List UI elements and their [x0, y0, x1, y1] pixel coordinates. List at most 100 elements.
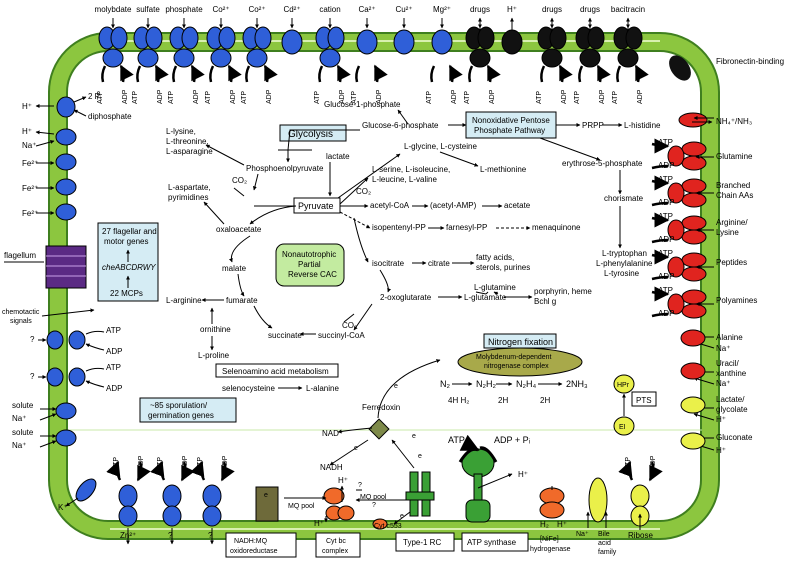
atp-label: ATP — [106, 363, 121, 372]
bottom-transporters — [118, 329, 706, 530]
metabolite-label: CO₂ — [342, 321, 357, 330]
peptides-label: Peptides — [716, 258, 747, 267]
question-label: ? — [358, 482, 362, 489]
metabolite-label: farnesyl-PP — [446, 223, 487, 232]
top-transporter-label: drugs — [580, 5, 600, 14]
atp-label: ATP — [132, 91, 139, 104]
electron-label: e — [418, 453, 422, 460]
right-abc-transporter — [651, 175, 707, 208]
electron-label: e — [394, 383, 398, 390]
metabolite-label: pyrimidines — [168, 193, 208, 202]
top-transporter-label: Co²⁺ — [248, 5, 265, 14]
uracil-label: Uracil/ — [716, 359, 739, 368]
cyt-bc-label: complex — [322, 548, 349, 555]
top-transporter-label: phosphate — [165, 5, 203, 14]
h-transporter — [56, 96, 76, 118]
flagellum-motor — [45, 245, 87, 289]
na-h-antiporter — [55, 128, 77, 146]
top-transporter: Cu²⁺ — [393, 5, 415, 55]
metabolite-label: menaquinone — [532, 223, 581, 232]
pentose-box — [465, 111, 557, 139]
nad-label: NAD⁺ — [322, 429, 343, 438]
two-pi-label: 2 Pᵢ — [88, 92, 101, 101]
metabolite-label: L-asparagine — [166, 147, 213, 156]
diphosphate-label: diphosphate — [88, 112, 132, 121]
atp-label: ATP — [97, 91, 104, 104]
mcps-label: 22 MCPs — [110, 289, 143, 298]
seleno-box — [215, 363, 339, 378]
metabolite-label: CO₂ — [232, 176, 247, 185]
nitrogenase-complex — [457, 347, 583, 377]
metabolite-label: succinyl-CoA — [318, 331, 365, 340]
top-transporter-label: Ca²⁺ — [358, 5, 375, 14]
electron-label: e — [354, 445, 358, 452]
metabolite-label: Phosphoenolpyruvate — [246, 164, 324, 173]
fe-transporter — [55, 153, 77, 171]
glycolysis-label: Glycolysis — [288, 129, 333, 140]
h-plus-label: H⁺ — [557, 520, 567, 529]
atp-label: ATP — [464, 91, 471, 104]
solute-label: solute — [12, 401, 34, 410]
electron-label: e — [264, 492, 268, 499]
metabolite-label: acetate — [504, 201, 531, 210]
bile-acid-transporter — [588, 477, 608, 523]
metabolite-label: L-leucine, L-valine — [372, 175, 437, 184]
polyamines-label: Polyamines — [716, 296, 757, 305]
cac-label: Partial — [298, 260, 321, 269]
nitrogen-fixation-label: Nitrogen fixation — [488, 337, 553, 347]
top-transporter-label: Cd²⁺ — [283, 5, 300, 14]
che-label: cheABCDRWY — [102, 263, 156, 272]
adp-label: ADP — [658, 198, 674, 207]
nitrogenase-label: Molybdenum-dependent — [476, 354, 552, 361]
metabolite-label: L-lysine, — [166, 127, 196, 136]
nadh-mq-oxidoreductase — [255, 486, 279, 522]
pyruvate-label: Pyruvate — [298, 201, 334, 211]
metabolite-label: malate — [222, 264, 247, 273]
adp-label: ADP — [106, 347, 122, 356]
electron-label: e — [400, 513, 404, 520]
nh4-label: NH₄⁺/NH₃ — [716, 117, 752, 126]
gluconate-label: Gluconate — [716, 433, 753, 442]
atp-label: ATP — [536, 91, 543, 104]
adp-label: ADP — [637, 89, 644, 104]
cyt-c-label: Cyt c553 — [374, 523, 402, 530]
nitrogenase-label: nitrogenase complex — [484, 363, 549, 370]
atp-label: ATP — [314, 91, 321, 104]
left-abc-transporter — [46, 330, 86, 350]
top-transporter-label: Co²⁺ — [212, 5, 229, 14]
atp-label: ATP — [351, 91, 358, 104]
metabolite-label: L-threonine, — [166, 137, 209, 146]
metabolite-label: ornithine — [200, 325, 231, 334]
metabolite-label: isopentenyl-PP — [372, 223, 426, 232]
alanine-label: Alanine — [716, 333, 743, 342]
chemotactic-label: chemotactic — [2, 309, 40, 316]
metabolite-label: L-methionine — [480, 165, 527, 174]
top-transporter-label: Mg²⁺ — [433, 5, 451, 14]
lactate-label: Lactate/ — [716, 395, 745, 404]
h-plus-label: H⁺ — [716, 446, 726, 455]
arginine-label: Arginine/ — [716, 218, 748, 227]
hydrogenase-label: hydrogenase — [530, 546, 571, 553]
atp-label: ATP — [658, 249, 673, 258]
adp-label: ADP — [339, 89, 346, 104]
mq-pool-label: MQ pool — [360, 494, 387, 501]
flagellar-label: motor genes — [104, 237, 148, 246]
flagellum-label: flagellum — [4, 251, 36, 260]
fibronectin-label: Fibronectin-binding — [716, 57, 784, 66]
metabolite-label: 2-oxoglutarate — [380, 293, 432, 302]
metabolite-label: (acetyl-AMP) — [430, 201, 477, 210]
lactate-label: glycolate — [716, 405, 748, 414]
fe-transporter — [55, 203, 77, 221]
metabolite-label: Glucose-6-phosphate — [362, 121, 439, 130]
nadh-mq-label: NADH:MQ — [234, 538, 268, 545]
atp-synthase — [461, 448, 495, 523]
cyt-bc-label: Cyt bc — [326, 538, 346, 545]
adp-label: ADP — [658, 272, 674, 281]
adp-label: ADP — [266, 89, 273, 104]
